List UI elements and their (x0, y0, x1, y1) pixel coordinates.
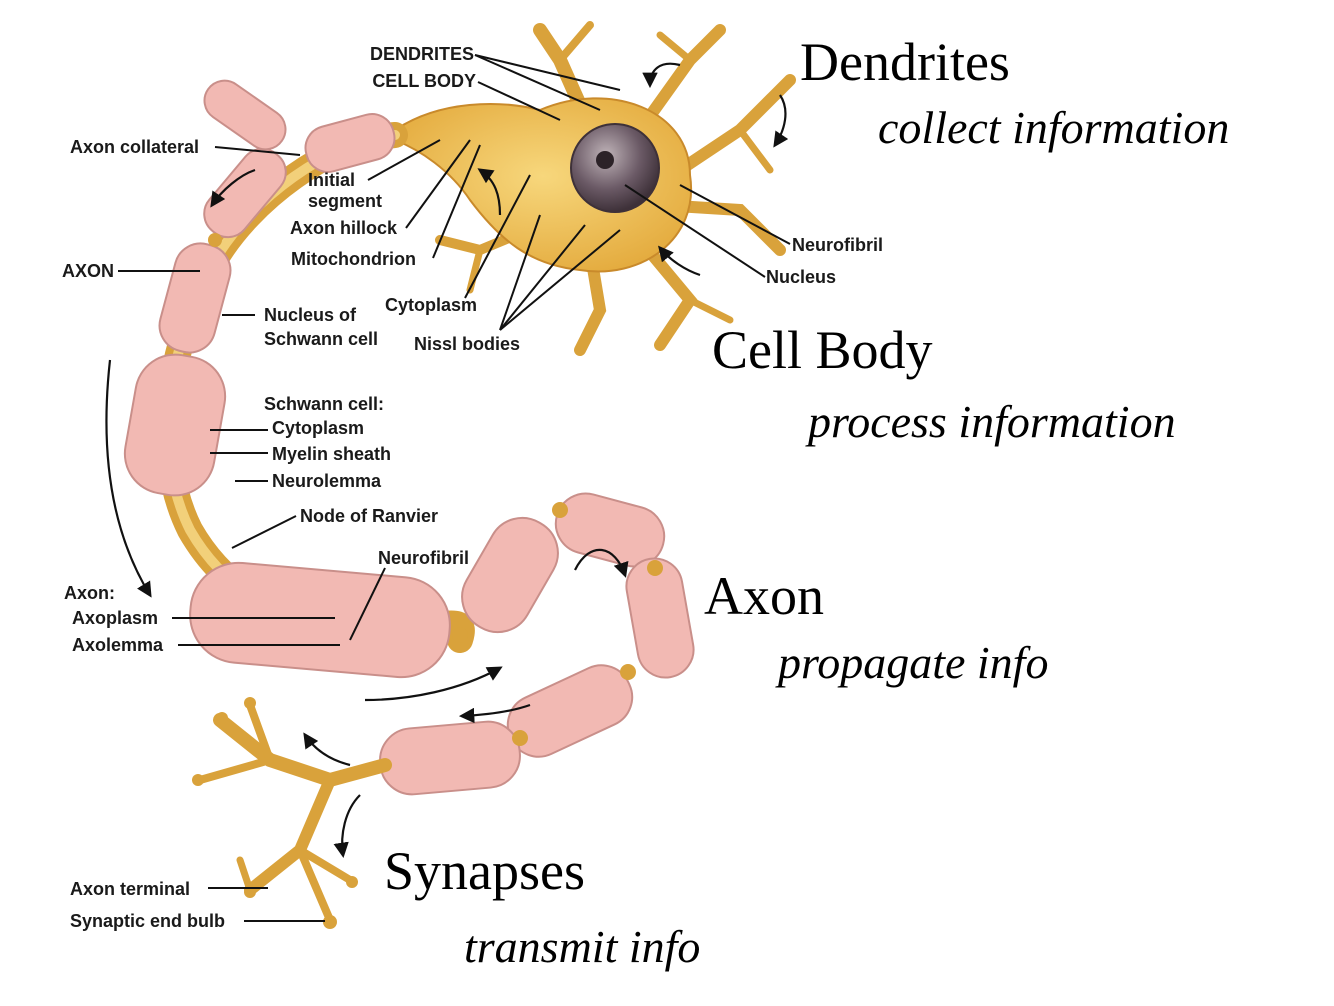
label-schwann-cytoplasm: Cytoplasm (272, 418, 364, 438)
label-axon-terminal: Axon terminal (70, 879, 190, 899)
label-axon-colon: Axon: (64, 583, 115, 603)
desc-synapses: transmit info (464, 921, 700, 972)
label-initial-segment-1: Initial (308, 170, 355, 190)
title-synapses: Synapses (384, 841, 585, 901)
myelin-segments (123, 79, 695, 796)
label-synaptic-end-bulb: Synaptic end bulb (70, 911, 225, 931)
label-nissl-bodies: Nissl bodies (414, 334, 520, 354)
axon-terminal-branches (192, 697, 392, 929)
label-nucleus-schwann-1: Nucleus of (264, 305, 357, 325)
label-schwann-cell: Schwann cell: (264, 394, 384, 414)
label-neurolemma: Neurolemma (272, 471, 382, 491)
label-mitochondrion: Mitochondrion (291, 249, 416, 269)
label-neurofibril-axon: Neurofibril (378, 548, 469, 568)
label-cell-body: CELL BODY (372, 71, 476, 91)
label-dendrites: DENDRITES (370, 44, 474, 64)
label-axon: AXON (62, 261, 114, 281)
label-initial-segment-2: segment (308, 191, 382, 211)
desc-cell-body: process information (805, 396, 1176, 447)
label-node-of-ranvier: Node of Ranvier (300, 506, 438, 526)
label-nucleus-schwann-2: Schwann cell (264, 329, 378, 349)
nucleus-shape (570, 123, 660, 213)
label-axon-collateral: Axon collateral (70, 137, 199, 157)
title-cell-body: Cell Body (712, 320, 933, 380)
leader-lines (118, 54, 791, 922)
desc-axon: propagate info (775, 637, 1048, 688)
label-myelin-sheath: Myelin sheath (272, 444, 391, 464)
label-neurofibril-top: Neurofibril (792, 235, 883, 255)
nucleolus-shape (596, 151, 614, 169)
label-axolemma: Axolemma (72, 635, 164, 655)
label-axon-hillock: Axon hillock (290, 218, 398, 238)
label-nucleus: Nucleus (766, 267, 836, 287)
title-axon: Axon (704, 566, 824, 626)
title-dendrites: Dendrites (800, 32, 1010, 92)
desc-dendrites: collect information (878, 102, 1229, 153)
label-axoplasm: Axoplasm (72, 608, 158, 628)
function-labels: Dendrites collect information Cell Body … (384, 32, 1229, 972)
anatomy-labels: DENDRITES CELL BODY Axon collateral Init… (62, 44, 883, 931)
flow-arrows (105, 62, 789, 859)
label-cytoplasm-cell: Cytoplasm (385, 295, 477, 315)
